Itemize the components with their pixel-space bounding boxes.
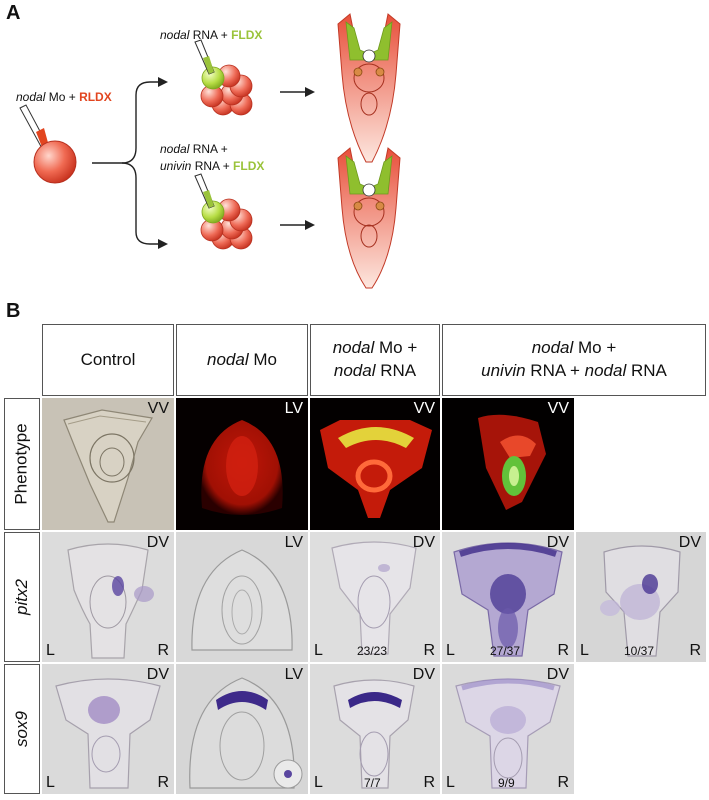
phenotype-image-nodal-mo-univin-nodal-rna: VV: [442, 398, 574, 530]
column-header-nodal-mo: nodal Mo: [176, 324, 308, 396]
pitx2-image-nodal-mo: LV: [176, 532, 308, 662]
side-left-label: L: [580, 642, 589, 659]
side-right-label: R: [557, 642, 569, 659]
view-tag: LV: [284, 534, 303, 551]
egg-icon: [33, 140, 77, 184]
pitx2-count: 23/23: [357, 644, 388, 658]
side-left-label: L: [46, 642, 55, 659]
side-left-label: L: [446, 774, 455, 791]
view-tag: VV: [147, 400, 169, 417]
panel-b-letter: B: [6, 300, 21, 322]
side-right-label: R: [157, 774, 169, 791]
view-tag: VV: [547, 400, 569, 417]
side-left-label: L: [314, 642, 323, 659]
inject-label: nodal Mo + RLDX: [16, 90, 112, 104]
side-right-label: R: [157, 642, 169, 659]
sox9-image-control: DV L R: [42, 664, 174, 794]
column-header-nodal-mo-nodal-rna: nodal Mo +nodal RNA: [310, 324, 440, 396]
sox9-count: 7/7: [364, 776, 381, 790]
bottom-injection-label-line1: nodal RNA +: [160, 142, 228, 156]
sox9-image-nodal-mo-nodal-rna: DV L R 7/7: [310, 664, 440, 794]
view-tag: DV: [546, 666, 569, 683]
phenotype-image-control: VV: [42, 398, 174, 530]
view-tag: VV: [413, 400, 435, 417]
pitx2-image-control: DV L R: [42, 532, 174, 662]
sox9-count: 9/9: [498, 776, 515, 790]
larva-bottom-icon: [337, 147, 401, 289]
pitx2-image-univin-minority: DV L R 10/37: [576, 532, 706, 662]
view-tag: DV: [146, 534, 169, 551]
embryo-top-icon: [194, 39, 253, 116]
phenotype-image-nodal-mo-nodal-rna: VV: [310, 398, 440, 530]
side-left-label: L: [446, 642, 455, 659]
pitx2-count: 10/37: [624, 644, 655, 658]
row-label-sox9: sox9: [4, 664, 40, 794]
view-tag: DV: [678, 534, 701, 551]
phenotype-image-nodal-mo: LV: [176, 398, 308, 530]
row-label-phenotype: Phenotype: [4, 398, 40, 530]
bottom-injection-label-line2: univin RNA + FLDX: [160, 159, 265, 173]
view-tag: DV: [146, 666, 169, 683]
sox9-image-nodal-mo-univin-nodal-rna: DV L R 9/9: [442, 664, 574, 794]
side-right-label: R: [557, 774, 569, 791]
row-label-pitx2: pitx2: [4, 532, 40, 662]
column-header-nodal-mo-univin-nodal-rna: nodal Mo +univin RNA + nodal RNA: [442, 324, 706, 396]
sox9-image-nodal-mo: LV: [176, 664, 308, 794]
view-tag: LV: [284, 666, 303, 683]
view-tag: DV: [412, 534, 435, 551]
view-tag: DV: [412, 666, 435, 683]
side-right-label: R: [423, 774, 435, 791]
pitx2-count: 27/37: [490, 644, 521, 658]
panel-a-letter: A: [6, 2, 21, 24]
view-tag: DV: [546, 534, 569, 551]
embryo-bottom-icon: [194, 173, 253, 250]
pitx2-image-univin-majority: DV L R 27/37: [442, 532, 574, 662]
column-header-control: Control: [42, 324, 174, 396]
panel-a-schematic: [19, 13, 401, 289]
side-left-label: L: [46, 774, 55, 791]
side-right-label: R: [689, 642, 701, 659]
top-injection-label: nodal RNA + FLDX: [160, 28, 263, 42]
side-right-label: R: [423, 642, 435, 659]
pitx2-image-nodal-mo-nodal-rna: DV L R 23/23: [310, 532, 440, 662]
side-left-label: L: [314, 774, 323, 791]
larva-top-icon: [337, 13, 401, 163]
view-tag: LV: [284, 400, 303, 417]
